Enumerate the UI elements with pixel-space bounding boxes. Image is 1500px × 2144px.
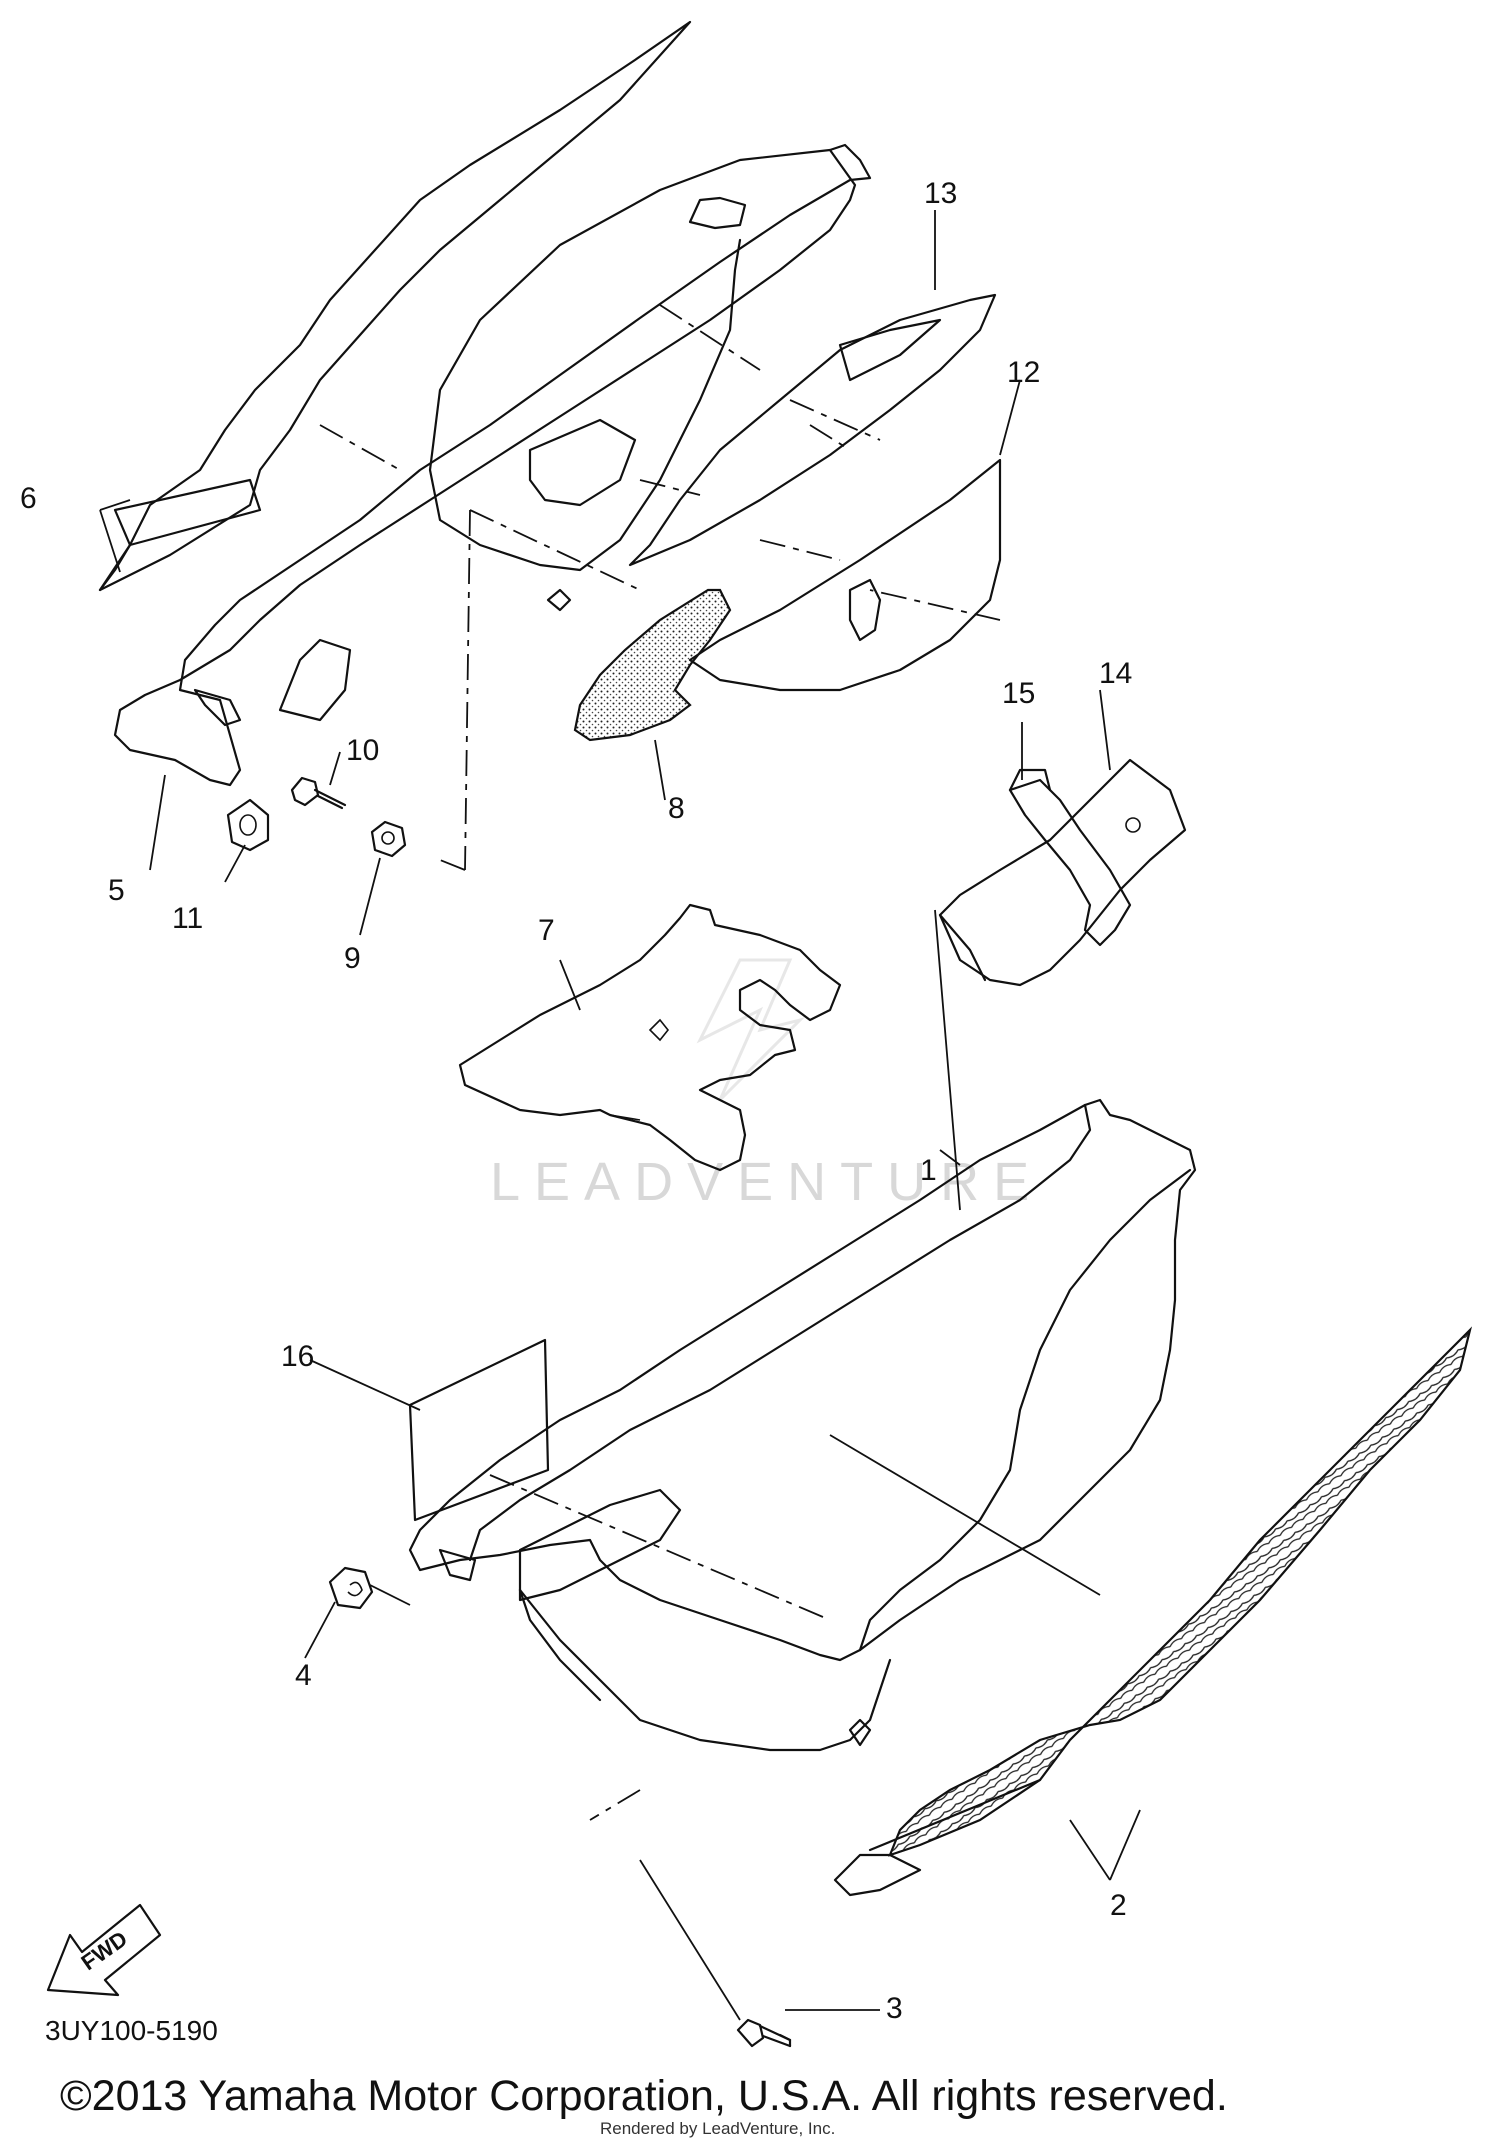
part-14-tool-bag <box>938 758 1187 987</box>
part-7-plate <box>458 903 842 1172</box>
part-8-pad <box>573 588 732 742</box>
callout-9: 9 <box>344 942 361 975</box>
callout-labels: 1 2 3 4 5 6 7 8 9 10 11 12 13 14 15 16 <box>20 177 1132 2025</box>
callout-14: 14 <box>1099 657 1132 690</box>
fwd-arrow-icon: FWD <box>46 1903 162 1997</box>
callout-4: 4 <box>295 1659 312 1692</box>
part-13-strip <box>628 293 997 567</box>
assembly-lines <box>319 304 1101 2021</box>
callout-7: 7 <box>538 914 555 947</box>
part-12-panel <box>688 458 1002 692</box>
callout-12: 12 <box>1007 356 1040 389</box>
part-5-side-cover <box>113 143 872 787</box>
part-2-graphic <box>833 1326 1473 1897</box>
part-1-main-cover <box>408 1098 1197 1752</box>
callout-13: 13 <box>924 177 957 210</box>
part-11-grommet <box>226 798 270 852</box>
callout-10: 10 <box>346 734 379 767</box>
callout-16: 16 <box>281 1340 314 1373</box>
watermark-text: LEADVENTURE <box>490 1152 1043 1212</box>
callout-3: 3 <box>886 1992 903 2025</box>
part-15-strap <box>1008 768 1132 947</box>
part-16-label <box>408 1338 550 1522</box>
leader-lines <box>99 210 1141 2011</box>
callout-6: 6 <box>20 482 37 515</box>
part-3-bolt <box>736 2018 792 2048</box>
part-10-bolt <box>290 776 347 810</box>
rendered-by-text: Rendered by LeadVenture, Inc. <box>600 2119 835 2138</box>
callout-11: 11 <box>172 902 203 935</box>
callout-1: 1 <box>920 1154 937 1187</box>
callout-2: 2 <box>1110 1889 1127 1922</box>
copyright-text: ©2013 Yamaha Motor Corporation, U.S.A. A… <box>60 2072 1228 2120</box>
watermark-logo <box>696 958 805 1102</box>
part-6-graphic <box>98 20 692 592</box>
callout-15: 15 <box>1002 677 1035 710</box>
callout-5: 5 <box>108 874 125 907</box>
diagram-code: 3UY100-5190 <box>45 2015 218 2046</box>
part-4-grommet <box>328 1566 374 1610</box>
callout-8: 8 <box>668 792 685 825</box>
part-9-nut <box>370 820 407 858</box>
